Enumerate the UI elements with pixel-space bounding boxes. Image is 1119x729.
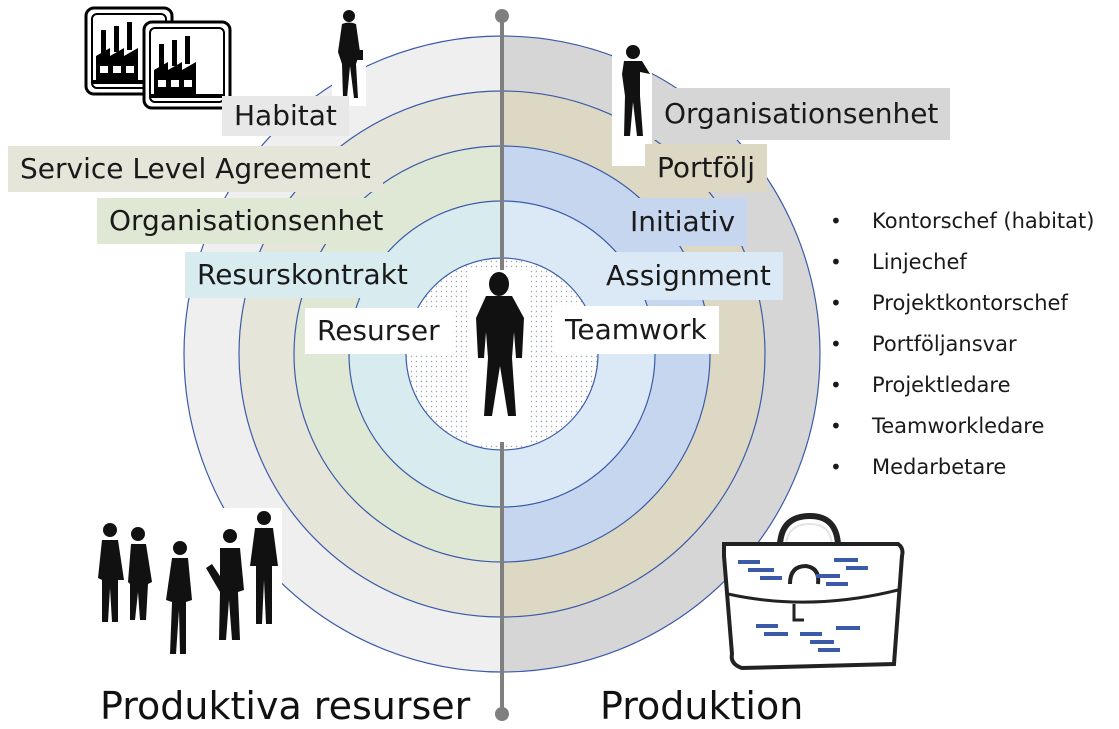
role-label: Projektledare — [872, 373, 1011, 397]
role-label: Portföljansvar — [872, 332, 1017, 356]
factory-icon — [142, 20, 232, 110]
label-teamwork: Teamwork — [553, 306, 719, 354]
label-portfolj: Portfölj — [645, 144, 768, 192]
bullet-icon: • — [830, 332, 842, 356]
bullet-icon: • — [830, 209, 842, 233]
label-assignment: Assignment — [594, 252, 783, 300]
role-list: • Kontorschef (habitat) • Linjechef • Projekt… — [830, 205, 1094, 492]
bullet-icon: • — [830, 455, 842, 479]
briefcase-icon — [722, 512, 905, 671]
bullet-icon: • — [830, 291, 842, 315]
label-left-organisationsenhet: Organisationsenhet — [97, 198, 396, 244]
role-item: • Linjechef — [830, 246, 1094, 287]
role-item: • Medarbetare — [830, 451, 1094, 492]
role-label: Teamworkledare — [872, 414, 1045, 438]
bullet-icon: • — [830, 373, 842, 397]
role-item: • Kontorschef (habitat) — [830, 205, 1094, 246]
role-label: Medarbetare — [872, 455, 1007, 479]
person-silhouette-icon — [332, 6, 366, 106]
role-item: • Portföljansvar — [830, 328, 1094, 369]
bullet-icon: • — [830, 250, 842, 274]
label-resurskontrakt: Resurskontrakt — [185, 252, 420, 298]
bullet-icon: • — [830, 414, 842, 438]
label-resurser: Resurser — [305, 308, 452, 354]
role-label: Kontorschef (habitat) — [872, 209, 1095, 233]
bottom-title-produktiva-resurser: Produktiva resurser — [100, 684, 471, 728]
label-initiativ: Initiativ — [618, 198, 748, 246]
role-label: Projektkontorschef — [872, 291, 1068, 315]
bottom-title-produktion: Produktion — [600, 684, 804, 728]
person-silhouette-icon — [470, 270, 530, 442]
role-item: • Projektkontorschef — [830, 287, 1094, 328]
label-service-level-agreement: Service Level Agreement — [8, 146, 383, 192]
role-item: • Projektledare — [830, 369, 1094, 410]
group-silhouette-icon — [96, 508, 282, 664]
label-right-organisationsenhet: Organisationsenhet — [652, 88, 951, 140]
label-habitat: Habitat — [222, 96, 349, 136]
role-label: Linjechef — [872, 250, 967, 274]
role-item: • Teamworkledare — [830, 410, 1094, 451]
